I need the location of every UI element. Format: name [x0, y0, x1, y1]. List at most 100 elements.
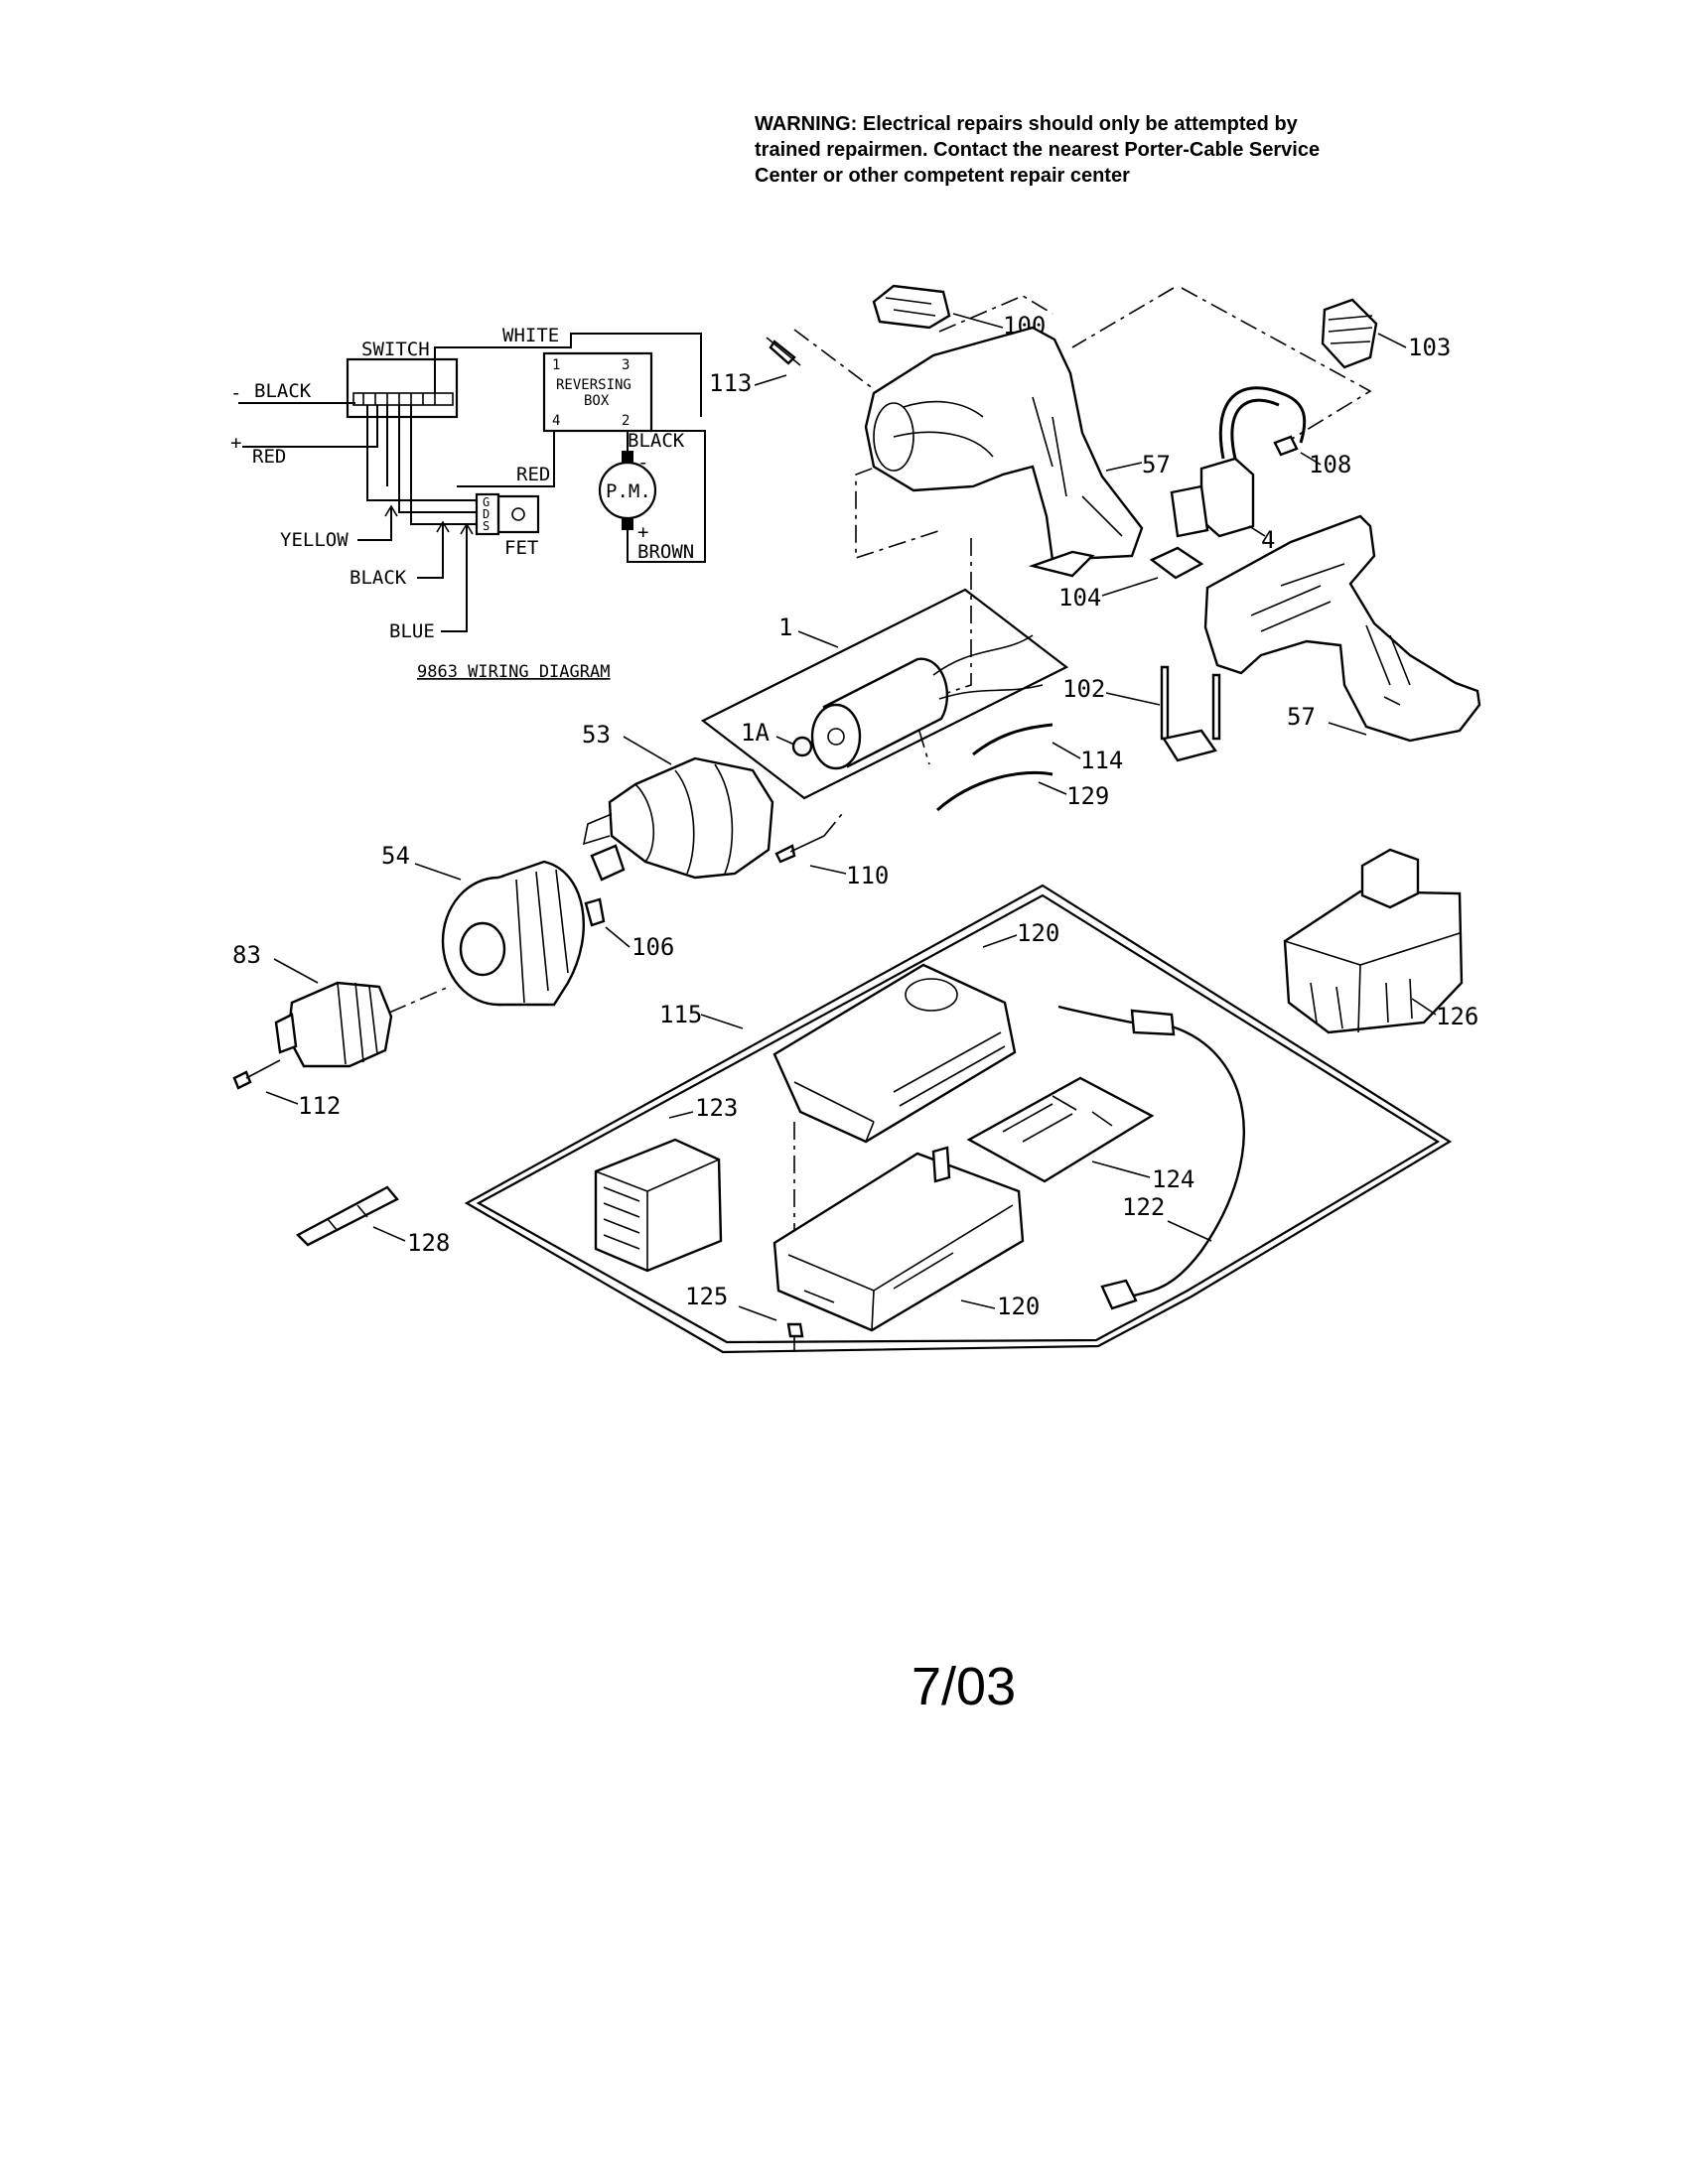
- part-122-cord: [1129, 1024, 1245, 1298]
- part-100-ribs: [885, 297, 936, 317]
- part-120-charger-top-detail: [793, 1031, 1006, 1143]
- label-104: 104: [1058, 584, 1101, 612]
- revision-date: 7/03: [912, 1657, 1017, 1716]
- leader-129: [1038, 781, 1067, 795]
- leader-114: [1052, 742, 1081, 759]
- fet-body: [496, 494, 540, 534]
- wire-black-lead: [417, 524, 444, 579]
- label-1: 1: [778, 614, 792, 641]
- reversing-pin-2: 2: [622, 413, 630, 429]
- wire-yellow-run: [366, 405, 477, 501]
- drivetrain-assembly: 1 1A 114 129 53 110 54 106: [232, 588, 1123, 1120]
- pm-motor-label: P.M.: [606, 480, 651, 502]
- battery-pack: 126: [1283, 848, 1478, 1034]
- part-112-screw-shaft: [245, 1059, 281, 1079]
- wire-label-red-box: RED: [516, 464, 550, 485]
- part-120-charger-base-detail: [787, 1204, 1014, 1331]
- part-114-spring: [972, 723, 1053, 756]
- housing-assembly: 100 113 57 104 103 108 4: [709, 284, 1481, 765]
- motor-minus: -: [637, 452, 648, 474]
- part-57-right-housing: [1203, 514, 1481, 743]
- wire-label-black-motor: BLACK: [628, 430, 685, 452]
- leader-83: [273, 958, 319, 984]
- part-122-plug: [1100, 1279, 1138, 1310]
- part-106-detent: [584, 897, 606, 927]
- part-54-collar-bore: [459, 921, 506, 977]
- part-112-screw-head: [232, 1070, 252, 1090]
- alignment-line-110: [823, 813, 843, 837]
- leader-124: [1091, 1160, 1151, 1178]
- label-126: 126: [1436, 1003, 1478, 1030]
- part-100-switch-cap: [872, 284, 951, 330]
- leader-106: [605, 926, 631, 948]
- leader-120a: [982, 934, 1018, 948]
- part-120-charger-post: [931, 1146, 951, 1183]
- wire-label-plus: +: [230, 432, 241, 454]
- part-122-strain-relief: [1130, 1009, 1176, 1036]
- part-1-motor-end: [810, 703, 862, 770]
- label-122: 122: [1122, 1193, 1165, 1221]
- part-108-wire-loop: [1218, 386, 1307, 460]
- reversing-box: [542, 351, 653, 433]
- part-115-kit-outline-inner: [476, 893, 1441, 1344]
- part-126-battery-detail: [1284, 932, 1461, 1033]
- part-110-screw-shaft: [789, 835, 825, 853]
- label-83: 83: [232, 941, 261, 969]
- part-124-circuit-board-detail: [1002, 1095, 1113, 1143]
- wiring-diagram-title: 9863 WIRING DIAGRAM: [417, 662, 610, 682]
- leader-100: [952, 313, 1004, 329]
- wiring-diagram: SWITCH - BLACK + RED WHITE 1 3 REVERSING…: [230, 325, 706, 682]
- leader-54: [414, 863, 462, 881]
- label-106: 106: [632, 933, 674, 961]
- part-1-motor-shaft: [827, 728, 845, 746]
- label-4: 4: [1261, 526, 1275, 554]
- leader-1: [797, 630, 839, 648]
- part-104-contact-plate: [1149, 546, 1204, 580]
- label-128: 128: [407, 1229, 450, 1257]
- alignment-line-chuck: [388, 986, 450, 1014]
- leader-122: [1167, 1220, 1212, 1242]
- label-57b: 57: [1287, 703, 1316, 731]
- leader-1a: [775, 736, 795, 746]
- leader-110: [809, 865, 847, 875]
- label-54: 54: [381, 842, 410, 870]
- wire-brown: [627, 430, 706, 563]
- label-1a: 1A: [741, 719, 770, 747]
- label-113: 113: [709, 369, 752, 397]
- fet-pin-g: G: [483, 495, 490, 509]
- leader-120b: [960, 1299, 996, 1309]
- part-103-ribs: [1328, 315, 1373, 344]
- part-110-screw-head: [774, 844, 796, 864]
- label-108: 108: [1309, 451, 1351, 478]
- reversing-pin-4: 4: [552, 413, 560, 429]
- warning-line-1: WARNING: Electrical repairs should only …: [755, 113, 1298, 135]
- motor-terminal-bottom: [622, 518, 633, 530]
- wire-fet-run: [410, 405, 477, 525]
- part-57-right-housing-detail: [1250, 563, 1411, 706]
- part-126-battery-tower: [1360, 848, 1420, 909]
- warning-notice: WARNING: Electrical repairs should only …: [755, 111, 1390, 189]
- wire-label-black-negative: BLACK: [254, 380, 312, 402]
- part-108-wire-loop-inner: [1230, 398, 1280, 460]
- label-129: 129: [1066, 782, 1109, 810]
- leader-108: [1300, 452, 1322, 466]
- part-1-motor-bag: [700, 588, 1069, 800]
- part-123-transformer-detail: [595, 1159, 720, 1271]
- reversing-pin-3: 3: [622, 357, 630, 373]
- motor-terminal-top: [622, 451, 633, 463]
- label-115: 115: [659, 1001, 702, 1028]
- part-102-contact-strip: [1160, 665, 1170, 741]
- wire-label-minus: -: [230, 382, 241, 404]
- part-54-collar-body: [497, 860, 585, 1007]
- part-53-gearbox-detail: [582, 763, 734, 875]
- leader-113: [754, 374, 787, 386]
- wire-red-box: [457, 431, 555, 487]
- switch-terminal-dividers: [362, 393, 436, 405]
- part-122-cord-lead: [1057, 1005, 1133, 1024]
- leader-123: [668, 1111, 694, 1119]
- part-53-spindle: [590, 844, 626, 882]
- leader-104: [1101, 577, 1159, 597]
- leader-125: [738, 1305, 777, 1321]
- label-120b: 120: [997, 1293, 1040, 1320]
